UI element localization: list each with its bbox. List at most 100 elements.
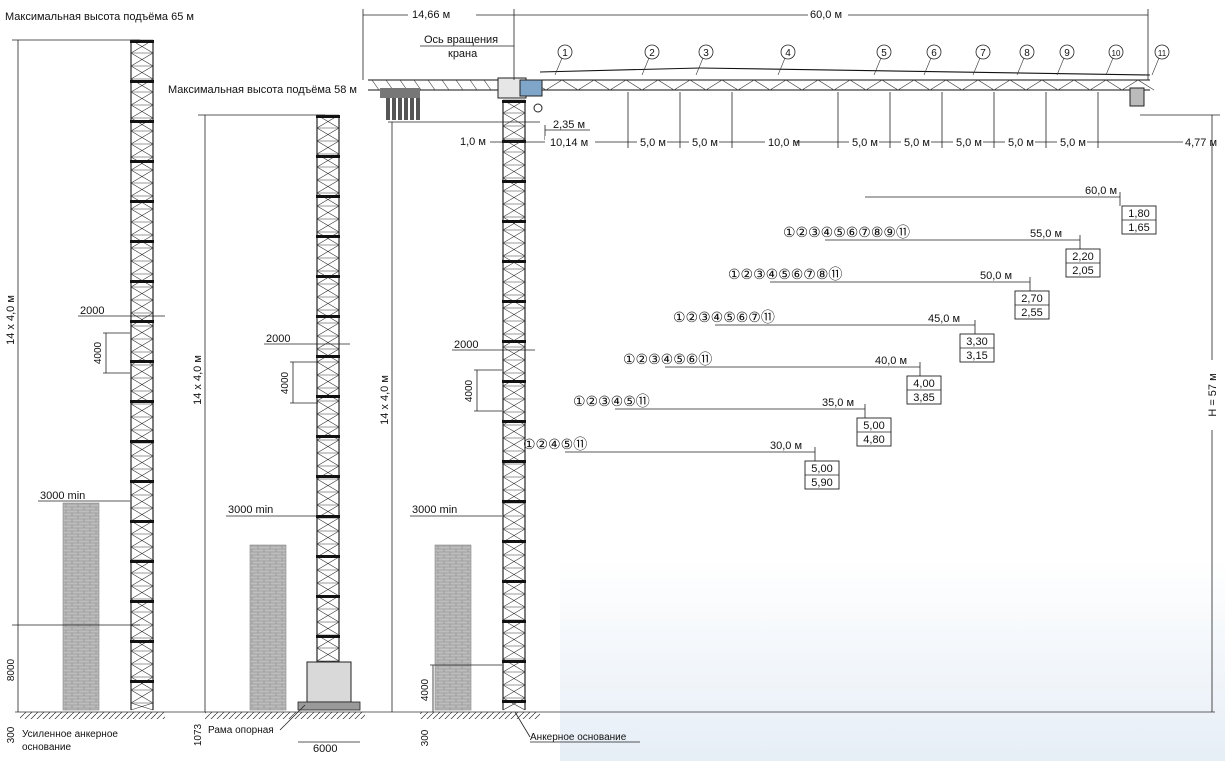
section-marker-2 [644,44,660,60]
load-upper-0: 1,80 [1128,208,1149,220]
dim-4-77: 4,77 м [1185,137,1217,149]
label-reinforced: Усиленное анкерное [22,729,118,740]
building-3 [434,544,472,711]
section-marker-11 [1154,44,1170,60]
section-marker-8 [1019,44,1035,60]
dim-jib-length: 60,0 м [810,9,842,21]
dim-4000-1: 4000 [93,341,104,364]
section-dim-2: 10,0 м [768,137,800,149]
section-dim-4: 5,0 м [904,137,930,149]
section-number-11: 11 [1158,49,1167,58]
dim-2000-1: 2000 [80,305,104,317]
dim-4000-4: 4000 [420,678,431,701]
section-dim-3: 5,0 м [852,137,878,149]
section-number-6: 6 [931,48,937,59]
label-anchor: Анкерное основание [530,732,627,743]
section-dim-0: 5,0 м [640,137,666,149]
section-marker-10 [1108,44,1124,60]
support-frame [297,701,361,711]
load-lower-4: 3,85 [913,392,934,404]
section-number-10: 10 [1112,49,1121,58]
load-upper-2: 2,70 [1021,293,1042,305]
tower-main-height-label: 14 х 4,0 м [379,375,391,425]
load-radius-0: 60,0 м [1085,185,1117,197]
load-combo-3: ①②③④⑤⑥⑦⑪ [673,309,775,325]
load-upper-6: 5,00 [811,463,832,475]
section-number-3: 3 [703,48,709,59]
section-marker-5 [876,44,892,60]
load-combo-2: ①②③④⑤⑥⑦⑧⑪ [728,266,842,282]
dim-300-3: 300 [420,729,431,746]
section-dim-6: 5,0 м [1008,137,1034,149]
section-marker-7 [975,44,991,60]
load-lower-3: 3,15 [966,350,987,362]
load-combo-5: ①②③④⑤⑪ [573,393,650,409]
load-combo-4: ①②③④⑤⑥⑪ [623,351,712,367]
title-max-65: Максимальная высота подъёма 65 м [5,11,194,23]
tower-58-height-label: 14 х 4,0 м [192,355,204,405]
tower-main [434,99,526,711]
label-frame: Рама опорная [208,725,274,736]
load-lower-2: 2,55 [1021,307,1042,319]
tower-65-height-label: 14 х 4,0 м [5,295,17,345]
tower-58 [249,114,361,711]
load-lower-1: 2,05 [1072,265,1093,277]
dim-3000-2: 3000 min [228,504,273,516]
load-table: 60,0 м 1,80 1,65 55,0 м ①②③④⑤⑥⑦⑧⑨⑪ 2,20 2,05 50… [523,185,1157,490]
section-marker-9 [1059,44,1075,60]
section-marker-4 [780,44,796,60]
ground-hatch-1 [20,712,165,719]
section-number-1: 1 [562,48,568,59]
section-marker-3 [698,44,714,60]
load-radius-3: 45,0 м [928,313,960,325]
load-upper-1: 2,20 [1072,251,1093,263]
load-combo-6: ①②④⑤⑪ [523,436,587,452]
height-h-57: H = 57 м [1207,373,1219,416]
section-dim-7: 5,0 м [1060,137,1086,149]
dim-counter-jib: 14,66 м [412,9,450,21]
trolley [1129,87,1145,107]
load-upper-5: 5,00 [863,420,884,432]
dim-4000-2: 4000 [280,371,291,394]
dim-2-35: 2,35 м [553,119,585,131]
axis-label-1: Ось вращения [424,34,498,46]
section-dim-1: 5,0 м [692,137,718,149]
section-number-2: 2 [649,48,655,59]
cab-window [519,79,543,97]
load-lower-0: 1,65 [1128,222,1149,234]
load-radius-4: 40,0 м [875,355,907,367]
load-radius-2: 50,0 м [980,270,1012,282]
load-lower-6: 5,90 [811,477,832,489]
building-1 [62,502,100,711]
ground-hatch-2 [205,712,365,719]
label-reinforced-2: основание [22,742,72,753]
dim-3000-1: 3000 min [40,490,85,502]
dim-300-1: 300 [6,726,17,743]
building-2 [249,544,287,711]
dim-4000-3: 4000 [464,379,475,402]
section-marker-1 [557,44,573,60]
background-tint [560,560,1225,761]
section-number-8: 8 [1024,48,1030,59]
load-upper-4: 4,00 [913,378,934,390]
section-number-7: 7 [980,48,986,59]
load-combo-1: ①②③④⑤⑥⑦⑧⑨⑪ [783,224,910,240]
ground-hatch-3 [420,712,540,719]
load-upper-3: 3,30 [966,336,987,348]
section-number-9: 9 [1064,48,1070,59]
section-marker-6 [926,44,942,60]
counterweight [380,88,420,98]
load-radius-1: 55,0 м [1030,228,1062,240]
tower-65 [62,39,154,711]
dim-3000-3: 3000 min [412,504,457,516]
load-radius-5: 35,0 м [822,397,854,409]
section-number-5: 5 [881,48,887,59]
jib [368,67,1155,120]
dim-2000-2: 2000 [266,333,290,345]
load-lower-5: 4,80 [863,434,884,446]
dim-1-0: 1,0 м [460,136,486,148]
ballast-block [306,661,352,703]
axis-label-2: крана [448,48,478,60]
